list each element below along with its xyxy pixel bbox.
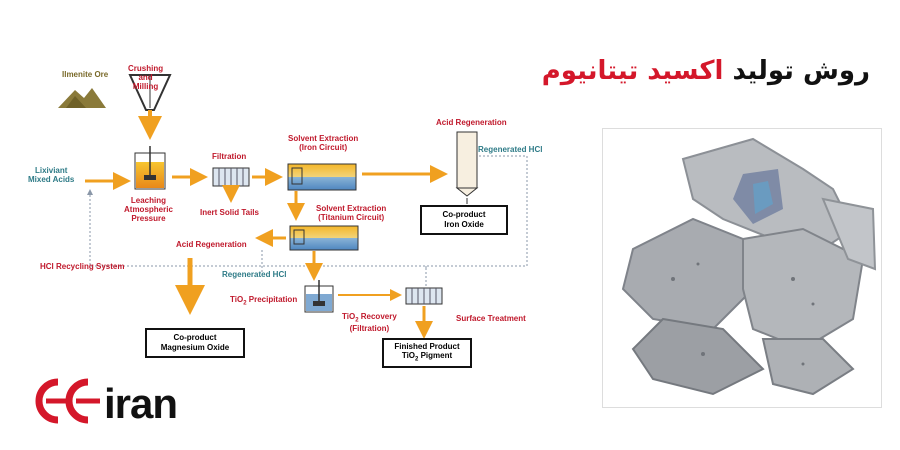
label-hcl-recycling: HCl Recycling System <box>40 262 124 271</box>
label-tio2-precipitation: TiO2 Precipitation <box>230 295 297 307</box>
title-part2: اکسید تیتانیوم <box>542 56 724 86</box>
filter-icon <box>213 168 249 186</box>
label-regen-hcl-mid: Regenerated HCl <box>222 270 286 279</box>
finished-product-box: Finished Product TiO2 Pigment <box>382 338 472 368</box>
label-regen-hcl-top: Regenerated HCl <box>478 145 542 154</box>
page-title: روش تولید اکسید تیتانیوم <box>540 56 870 86</box>
ore-pile-icon <box>58 88 106 108</box>
label-inert-tails: Inert Solid Tails <box>200 208 259 217</box>
label-acid-regen-top: Acid Regeneration <box>436 118 507 127</box>
label-filtration: Filtration <box>212 152 246 161</box>
svg-text:iran: iran <box>104 380 177 427</box>
leaching-tank-icon <box>135 146 165 189</box>
sx-titanium-tank-icon <box>290 226 358 250</box>
label-sx-titanium: Solvent Extraction(Titanium Circuit) <box>316 204 386 222</box>
title-part1: روش تولید <box>732 56 870 86</box>
roaster-icon <box>457 132 477 196</box>
label-acid-regen-mid: Acid Regeneration <box>176 240 247 249</box>
label-tio2-recovery: TiO2 Recovery (Filtration) <box>342 312 397 334</box>
precipitation-tank-icon <box>305 280 333 312</box>
label-sx-iron: Solvent Extraction(Iron Circuit) <box>288 134 358 152</box>
sx-iron-tank-icon <box>288 164 356 190</box>
cciran-logo: iran <box>30 372 220 430</box>
titanium-ore-photo <box>602 128 882 408</box>
label-ilmenite-ore: Ilmenite Ore <box>62 70 108 79</box>
label-surface-treatment: Surface Treatment <box>456 314 526 323</box>
recovery-filter-icon <box>406 288 442 304</box>
